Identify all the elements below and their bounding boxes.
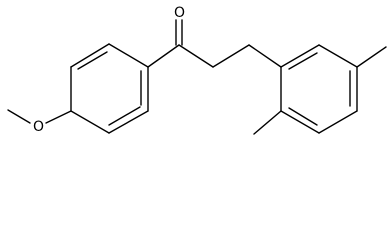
bond bbox=[7, 109, 31, 124]
methoxy-oxygen-label: O bbox=[33, 119, 44, 135]
methoxyphenyl-ring bbox=[70, 43, 149, 134]
aromatic-bond bbox=[288, 107, 318, 126]
dimethylphenyl-ring bbox=[280, 44, 358, 134]
bond bbox=[108, 43, 149, 68]
propanone-chain: O bbox=[147, 5, 282, 68]
bond bbox=[212, 44, 250, 68]
bond bbox=[70, 110, 110, 134]
bond bbox=[280, 44, 320, 68]
bond bbox=[147, 44, 180, 68]
bond bbox=[70, 43, 110, 68]
bond bbox=[45, 110, 72, 124]
bond bbox=[248, 44, 282, 68]
aromatic-bond bbox=[288, 52, 318, 70]
methyl-bond bbox=[253, 110, 282, 135]
bond bbox=[280, 110, 320, 134]
aromatic-bond bbox=[77, 51, 108, 70]
bond bbox=[318, 110, 358, 134]
aromatic-bond bbox=[108, 106, 141, 126]
methoxy-group: O bbox=[7, 109, 72, 135]
carbonyl-oxygen-label: O bbox=[174, 5, 185, 21]
bond bbox=[108, 110, 149, 134]
bond bbox=[178, 44, 214, 68]
chemical-structure: O O bbox=[7, 5, 387, 135]
bond bbox=[318, 44, 358, 68]
methyl-bond bbox=[356, 46, 387, 68]
methyl-groups bbox=[253, 46, 387, 135]
